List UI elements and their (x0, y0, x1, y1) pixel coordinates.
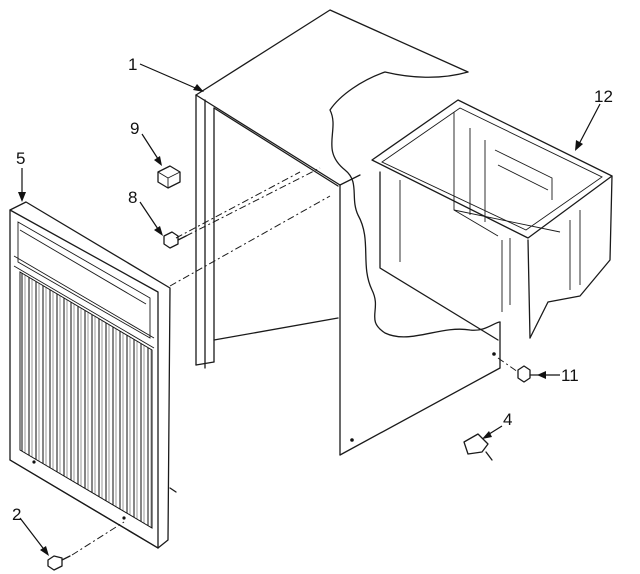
cabinet-wrapper (195, 9, 501, 456)
screw-11 (497, 357, 541, 383)
front-grille (9, 201, 177, 549)
callout-5: 5 (16, 149, 25, 168)
alignment-line-lower (169, 195, 331, 287)
bumper-foot (463, 433, 493, 461)
small-block (157, 165, 181, 189)
callout-1: 1 (128, 55, 137, 74)
callout-11: 11 (561, 366, 579, 385)
callout-leaders (18, 63, 601, 556)
callout-9: 9 (130, 119, 139, 138)
screw-8 (163, 167, 321, 249)
screw-2 (47, 521, 125, 571)
callout-4: 4 (503, 410, 512, 429)
callout-8: 8 (128, 188, 137, 207)
base-pan (371, 99, 613, 341)
alignment-line-upper (175, 171, 301, 239)
callout-12: 12 (594, 87, 613, 106)
callout-2: 2 (12, 505, 21, 524)
